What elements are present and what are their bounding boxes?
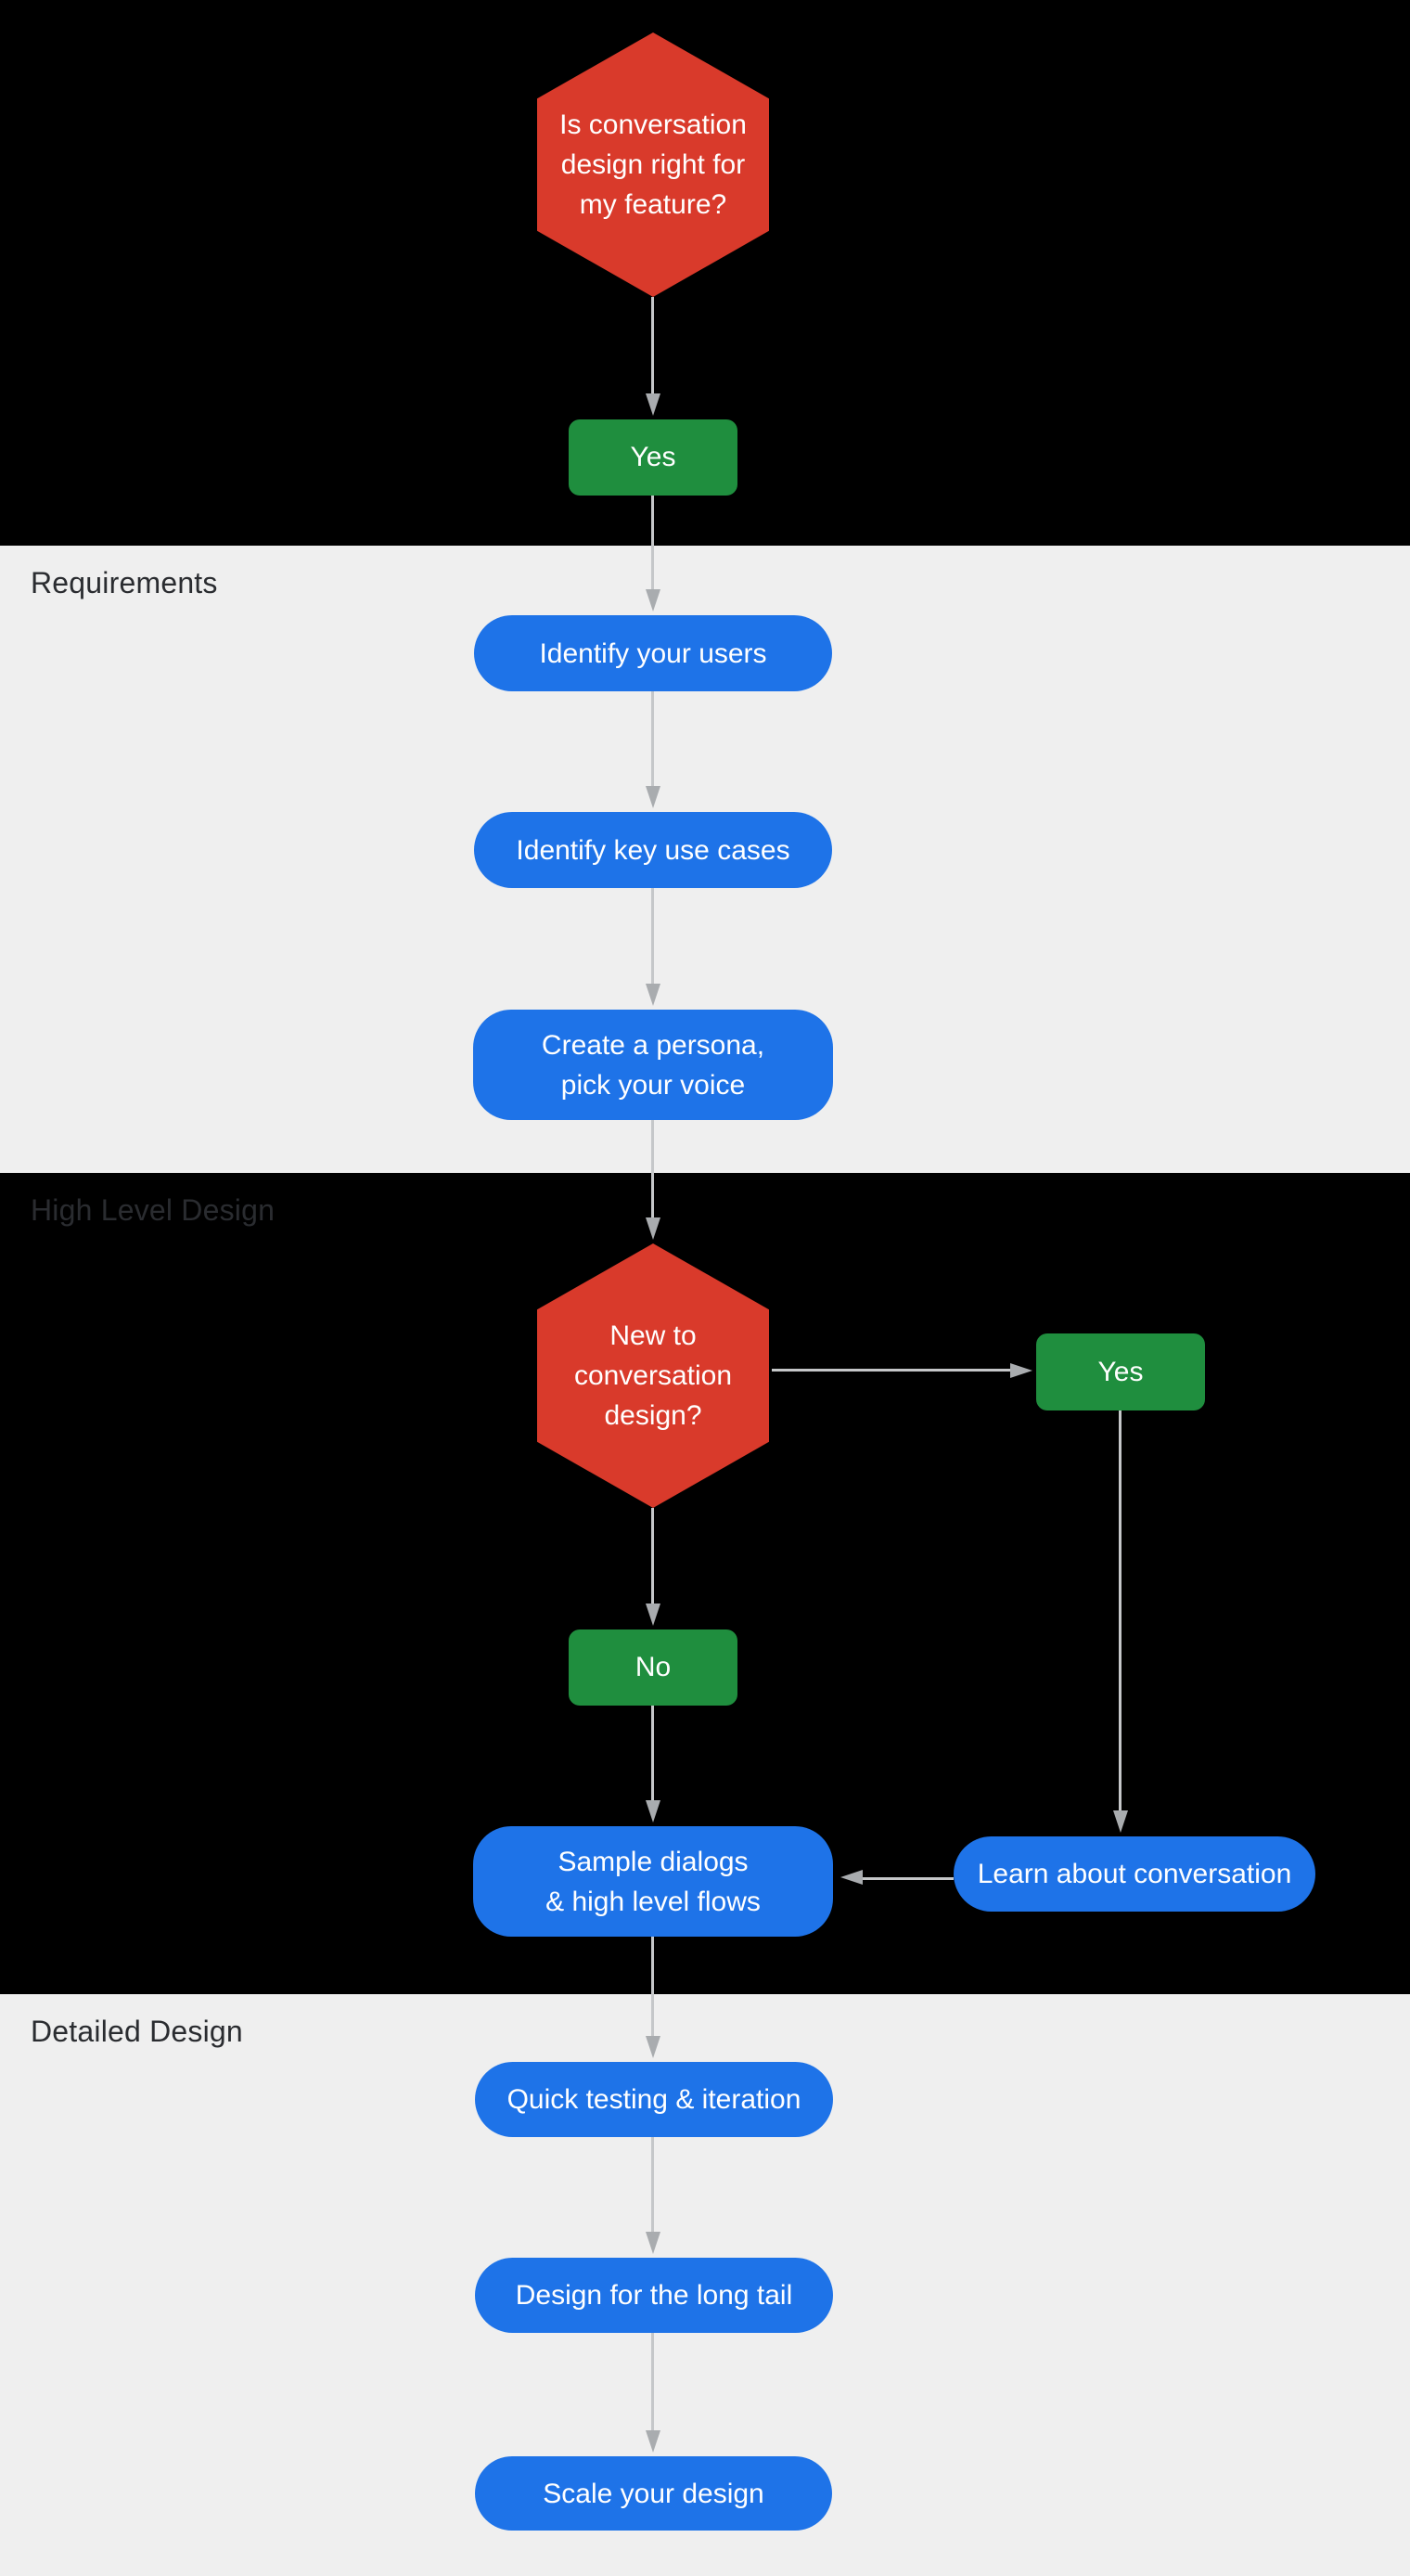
answer-label: Yes — [630, 442, 676, 472]
connector-line — [651, 1937, 654, 2041]
arrowhead-down-icon — [646, 2430, 660, 2453]
step-label-line: Sample dialogs — [558, 1846, 749, 1877]
decision-label-line: conversation — [573, 1360, 733, 1391]
connector-line — [651, 888, 654, 989]
step-sample-dialogs-button[interactable]: Sample dialogs & high level flows — [473, 1826, 833, 1937]
connector-line — [1119, 1410, 1122, 1816]
step-identify-your-users-button[interactable]: Identify your users — [474, 615, 832, 691]
step-label: Design for the long tail — [515, 2280, 793, 2311]
answer-label: Yes — [1097, 1356, 1144, 1387]
arrowhead-down-icon — [646, 984, 660, 1006]
decision-label-line: New to — [609, 1320, 697, 1351]
decision-new-to-conversation-design: New to conversation design? — [537, 1243, 769, 1508]
arrowhead-down-icon — [646, 393, 660, 416]
connector-line — [863, 1877, 954, 1880]
connector-line — [651, 297, 654, 399]
arrowhead-right-icon — [1010, 1363, 1032, 1378]
answer-start-yes-button[interactable]: Yes — [569, 419, 737, 496]
step-scale-your-design-button[interactable]: Scale your design — [475, 2456, 832, 2531]
arrowhead-down-icon — [646, 589, 660, 612]
connector-line — [651, 496, 654, 595]
answer-new-yes-button[interactable]: Yes — [1036, 1333, 1205, 1410]
arrowhead-down-icon — [646, 2036, 660, 2058]
decision-label-line: Is conversation — [559, 109, 747, 140]
decision-label-line: design right for — [560, 149, 746, 180]
step-learn-about-conversation-button[interactable]: Learn about conversation — [954, 1836, 1315, 1912]
step-quick-testing-iteration-button[interactable]: Quick testing & iteration — [475, 2062, 833, 2137]
connector-line — [772, 1369, 1011, 1372]
section-label-high-level-design: High Level Design — [31, 1193, 276, 1227]
arrowhead-left-icon — [840, 1870, 863, 1885]
arrowhead-down-icon — [646, 2232, 660, 2254]
step-label: Identify key use cases — [516, 834, 790, 866]
connector-line — [651, 2137, 654, 2237]
step-identify-key-use-cases-button[interactable]: Identify key use cases — [474, 812, 832, 888]
decision-label-line: design? — [604, 1400, 702, 1431]
section-label-requirements: Requirements — [31, 566, 218, 599]
arrowhead-down-icon — [646, 1217, 660, 1240]
connector-line — [651, 1120, 654, 1223]
arrowhead-down-icon — [646, 1604, 660, 1626]
arrowhead-down-icon — [646, 1800, 660, 1823]
step-label-line: pick your voice — [560, 1069, 746, 1101]
connector-line — [651, 1508, 654, 1609]
connector-line — [651, 691, 654, 792]
step-label: Identify your users — [539, 638, 767, 669]
decision-label-line: my feature? — [579, 189, 727, 220]
connector-line — [651, 2333, 654, 2436]
answer-new-no-button[interactable]: No — [569, 1629, 737, 1706]
step-design-long-tail-button[interactable]: Design for the long tail — [475, 2258, 833, 2333]
decision-is-conversation-design-right: Is conversation design right for my feat… — [537, 32, 769, 297]
step-label: Scale your design — [543, 2478, 764, 2509]
arrowhead-down-icon — [646, 786, 660, 808]
step-create-persona-button[interactable]: Create a persona, pick your voice — [473, 1010, 833, 1120]
step-label-line: Create a persona, — [541, 1029, 765, 1061]
connector-line — [651, 1706, 654, 1806]
answer-label: No — [634, 1652, 672, 1682]
step-label-line: & high level flows — [545, 1886, 761, 1917]
arrowhead-down-icon — [1113, 1810, 1128, 1833]
step-label: Quick testing & iteration — [506, 2084, 801, 2115]
step-label: Learn about conversation — [977, 1859, 1292, 1889]
section-label-detailed-design: Detailed Design — [31, 2015, 243, 2048]
